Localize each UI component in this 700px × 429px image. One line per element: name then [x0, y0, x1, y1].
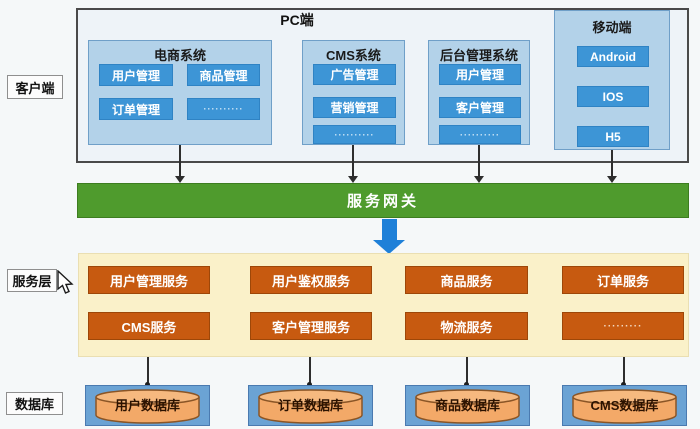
admin-more-button: ··········: [439, 125, 521, 144]
ecommerce-product-mgmt-button: 商品管理: [187, 64, 260, 86]
cms-database-label: CMS数据库: [590, 398, 659, 413]
mobile-ios-button: IOS: [577, 86, 649, 107]
service-gateway-bar: 服务网关: [77, 183, 689, 218]
database-cylinder-icon: [415, 389, 520, 424]
user-auth-service-button: 用户鉴权服务: [250, 266, 372, 294]
cms-marketing-mgmt-button: 营销管理: [313, 97, 396, 118]
cms-more-button: ··········: [313, 125, 396, 144]
ecommerce-user-mgmt-button: 用户管理: [99, 64, 173, 86]
ecommerce-system-panel: 电商系统 用户管理 商品管理 订单管理 ··········: [88, 40, 272, 145]
connector-dot: [621, 382, 626, 387]
order-service-button: 订单服务: [562, 266, 684, 294]
product-service-button: 商品服务: [405, 266, 528, 294]
customer-mgmt-service-button: 客户管理服务: [250, 312, 372, 340]
connector-line: [611, 150, 613, 176]
user-mgmt-service-button: 用户管理服务: [88, 266, 210, 294]
admin-system-panel: 后台管理系统 用户管理 客户管理 ··········: [428, 40, 530, 145]
order-database-label: 订单数据库: [277, 398, 343, 413]
database-cylinder-icon: [95, 389, 200, 424]
mobile-android-button: Android: [577, 46, 649, 67]
logistics-service-button: 物流服务: [405, 312, 528, 340]
gateway-arrowhead-icon: [373, 240, 405, 254]
mobile-h5-button: H5: [577, 126, 649, 147]
more-services-button: ·········: [562, 312, 684, 340]
user-database: 用户数据库: [85, 385, 210, 426]
arrow-down-icon: [474, 176, 484, 183]
connector-dot: [464, 382, 469, 387]
admin-system-title: 后台管理系统: [439, 48, 518, 63]
ecommerce-system-title: 电商系统: [153, 48, 206, 63]
cms-database: CMS数据库: [562, 385, 687, 426]
connector-line: [623, 357, 625, 385]
connector-line: [179, 145, 181, 176]
cms-system-panel: CMS系统 广告管理 营销管理 ··········: [302, 40, 405, 145]
order-database: 订单数据库: [248, 385, 373, 426]
mobile-title: 移动端: [592, 20, 632, 35]
service-layer-label: 服务层: [7, 269, 57, 292]
database-cylinder-icon: [258, 389, 363, 424]
connector-dot: [145, 382, 150, 387]
pc-client-title: PC端: [280, 12, 314, 28]
connector-dot: [307, 382, 312, 387]
user-database-label: 用户数据库: [114, 398, 180, 413]
arrow-down-icon: [607, 176, 617, 183]
database-cylinder-icon: [572, 389, 677, 424]
ecommerce-order-mgmt-button: 订单管理: [99, 98, 173, 120]
connector-line: [466, 357, 468, 385]
gateway-arrow-icon: [382, 219, 397, 240]
cms-service-button: CMS服务: [88, 312, 210, 340]
arrow-down-icon: [348, 176, 358, 183]
mobile-panel: 移动端 Android IOS H5: [554, 10, 670, 150]
connector-line: [352, 145, 354, 176]
ecommerce-more-button: ··········: [187, 98, 260, 120]
admin-user-mgmt-button: 用户管理: [439, 64, 521, 85]
product-database: 商品数据库: [405, 385, 530, 426]
arrow-down-icon: [175, 176, 185, 183]
admin-customer-mgmt-button: 客户管理: [439, 97, 521, 118]
mouse-cursor-icon: [57, 270, 74, 294]
cms-ad-mgmt-button: 广告管理: [313, 64, 396, 85]
cms-system-title: CMS系统: [326, 48, 381, 63]
product-database-label: 商品数据库: [434, 398, 500, 413]
connector-line: [478, 145, 480, 176]
connector-line: [309, 357, 311, 385]
database-layer-label: 数据库: [6, 392, 63, 415]
client-layer-label: 客户端: [7, 75, 63, 99]
connector-line: [147, 357, 149, 385]
